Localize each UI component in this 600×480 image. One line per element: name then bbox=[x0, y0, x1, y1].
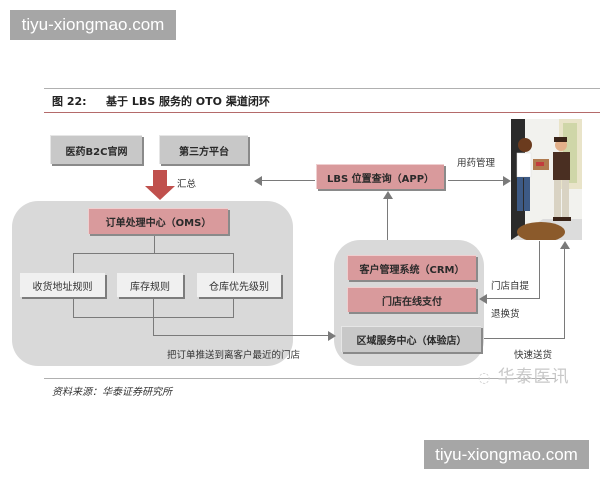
store-pickup-label: 门店自提 bbox=[491, 281, 530, 292]
warehouse-priority-box: 仓库优先级别 bbox=[197, 273, 281, 297]
medication-line bbox=[448, 180, 504, 181]
medication-arrow-icon bbox=[503, 176, 511, 186]
push-to-store-label: 把订单推送到离客户最近的门店 bbox=[167, 350, 301, 361]
fast-delivery-label: 快速送货 bbox=[514, 350, 553, 361]
brand-watermark-text: 华泰医讯 bbox=[497, 367, 570, 387]
delivery-horizontal-line bbox=[484, 338, 565, 339]
regional-center-box: 区域服务中心（体验店） bbox=[341, 326, 481, 352]
crm-box: 客户管理系统（CRM） bbox=[347, 255, 476, 280]
merge-left-line bbox=[73, 299, 74, 317]
aggregate-label: 汇总 bbox=[177, 179, 197, 190]
branch-right-line bbox=[233, 253, 234, 273]
pickup-horizontal-line bbox=[487, 298, 540, 299]
source-note: 资料来源：华泰证券研究所 bbox=[52, 387, 172, 398]
aggregate-arrow-icon bbox=[145, 186, 175, 200]
delivery-photo bbox=[511, 119, 582, 240]
oms-branch-line bbox=[73, 253, 234, 254]
return-exchange-label: 退换货 bbox=[491, 309, 520, 320]
footer-rule bbox=[44, 378, 556, 379]
lbs-left-line bbox=[262, 180, 315, 181]
store-payment-box: 门店在线支付 bbox=[347, 287, 476, 312]
pickup-arrow-icon bbox=[479, 294, 487, 304]
lbs-left-arrow-icon bbox=[254, 176, 262, 186]
watermark-top: tiyu-xiongmao.com bbox=[10, 10, 176, 40]
crm-to-lbs-arrow-icon bbox=[383, 191, 393, 199]
delivery-arrow-icon bbox=[560, 241, 570, 249]
push-line bbox=[153, 335, 329, 336]
figure-title-text: 基于 LBS 服务的 OTO 渠道闭环 bbox=[106, 95, 270, 108]
lbs-app-box: LBS 位置查询（APP） bbox=[316, 164, 444, 189]
watermark-bottom: tiyu-xiongmao.com bbox=[424, 440, 589, 469]
aggregate-arrow-shaft bbox=[153, 170, 167, 187]
address-rule-box: 收货地址规则 bbox=[20, 273, 105, 297]
third-party-box: 第三方平台 bbox=[159, 135, 248, 164]
title-bottom-rule bbox=[44, 112, 600, 113]
figure-number: 图 22: bbox=[52, 95, 87, 108]
inventory-rule-box: 库存规则 bbox=[117, 273, 183, 297]
medication-mgmt-label: 用药管理 bbox=[457, 158, 496, 169]
pickup-vertical-line bbox=[539, 241, 540, 299]
merge-right-line bbox=[233, 299, 234, 317]
figure-title: 图 22: 基于 LBS 服务的 OTO 渠道闭环 bbox=[52, 93, 270, 109]
crm-to-lbs-line bbox=[387, 199, 388, 240]
delivery-vertical-line bbox=[564, 249, 565, 339]
oms-box: 订单处理中心（OMS） bbox=[88, 208, 228, 234]
oms-stem-line bbox=[154, 236, 155, 254]
push-arrow-icon bbox=[328, 331, 336, 341]
wechat-icon: ◌ bbox=[478, 370, 492, 386]
title-top-rule bbox=[44, 88, 600, 89]
branch-left-line bbox=[73, 253, 74, 273]
b2c-site-box: 医药B2C官网 bbox=[50, 135, 142, 164]
courier-delivery-illustration bbox=[511, 119, 582, 240]
push-stem-line bbox=[153, 299, 154, 336]
brand-watermark: ◌ 华泰医讯 bbox=[478, 362, 570, 387]
